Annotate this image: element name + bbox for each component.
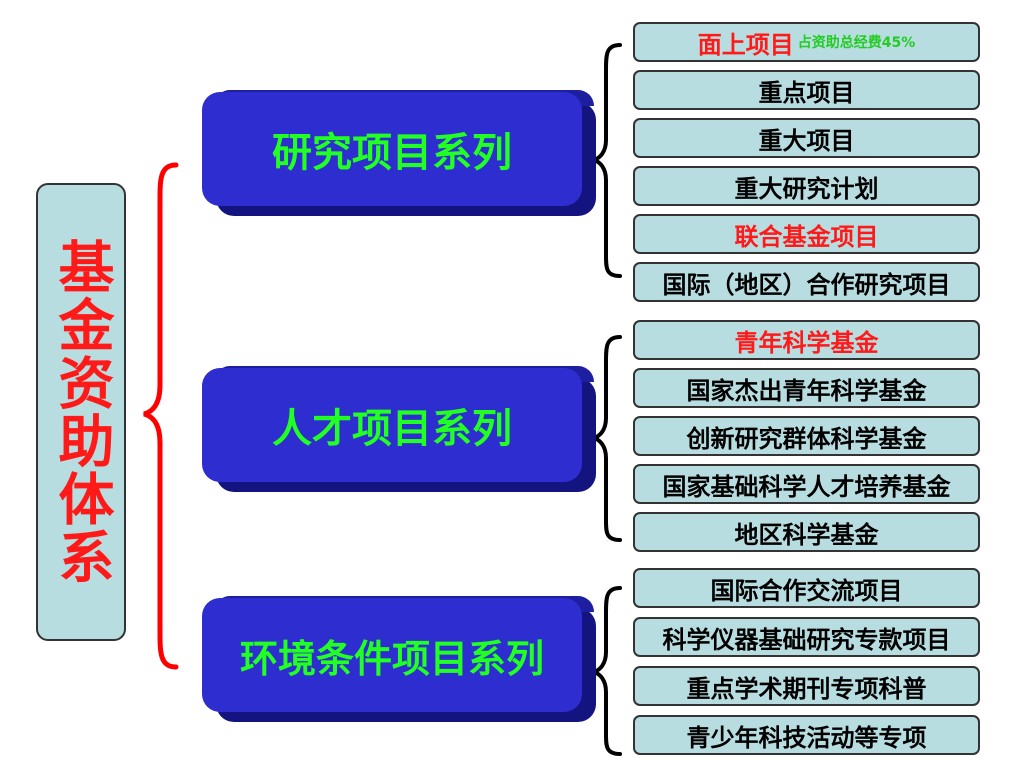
- category-label: 研究项目系列: [272, 130, 512, 176]
- leaf-instrument-research: 科学仪器基础研究专款项目: [633, 617, 980, 657]
- root-node: 基金资助体系: [36, 183, 126, 641]
- category-research: 研究项目系列: [202, 90, 596, 216]
- leaf-distinguished-young: 国家杰出青年科学基金: [633, 368, 980, 408]
- leaf-label: 国际（地区）合作研究项目: [662, 270, 951, 299]
- leaf-label: 地区科学基金: [734, 520, 879, 549]
- leaf-youth-activities: 青少年科技活动等专项: [633, 715, 980, 755]
- leaf-label: 科学仪器基础研究专款项目: [662, 625, 951, 654]
- root-label: 基金资助体系: [49, 238, 114, 586]
- leaf-label: 国家基础科学人才培养基金: [662, 472, 951, 501]
- leaf-international-exchange: 国际合作交流项目: [633, 568, 980, 608]
- leaf-label: 重大研究计划: [734, 174, 879, 203]
- leaf-basic-science-talent: 国家基础科学人才培养基金: [633, 464, 980, 504]
- leaf-label: 重点学术期刊专项科普: [686, 674, 927, 703]
- leaf-label: 创新研究群体科学基金: [686, 424, 927, 453]
- category-label: 环境条件项目系列: [239, 636, 544, 681]
- environment-brace: [587, 586, 622, 756]
- category-talent: 人才项目系列: [202, 366, 596, 492]
- leaf-international-cooperation: 国际（地区）合作研究项目: [633, 262, 980, 302]
- leaf-regional-fund: 地区科学基金: [633, 512, 980, 552]
- category-label: 人才项目系列: [272, 406, 512, 452]
- leaf-key-program: 重点项目: [633, 70, 980, 110]
- leaf-major-program: 重大项目: [633, 118, 980, 158]
- leaf-journals-popularization: 重点学术期刊专项科普: [633, 666, 980, 706]
- leaf-label: 青少年科技活动等专项: [686, 723, 927, 752]
- research-brace: [587, 43, 622, 278]
- leaf-innovative-groups: 创新研究群体科学基金: [633, 416, 980, 456]
- leaf-label: 重点项目: [758, 78, 855, 107]
- leaf-label: 青年科学基金: [734, 328, 879, 357]
- leaf-joint-fund: 联合基金项目: [633, 214, 980, 254]
- root-brace: [143, 162, 179, 670]
- leaf-general-program: 面上项目 占资助总经费45%: [633, 22, 980, 62]
- talent-brace: [587, 335, 622, 542]
- leaf-label: 重大项目: [758, 126, 855, 155]
- leaf-major-research-plan: 重大研究计划: [633, 166, 980, 206]
- funding-share-note: 占资助总经费45%: [797, 35, 916, 51]
- leaf-label: 国家杰出青年科学基金: [686, 376, 927, 405]
- leaf-young-scientists: 青年科学基金: [633, 320, 980, 360]
- category-environment: 环境条件项目系列: [202, 596, 596, 722]
- leaf-label: 联合基金项目: [734, 222, 879, 251]
- leaf-label: 面上项目: [697, 30, 794, 59]
- leaf-label: 国际合作交流项目: [710, 576, 903, 605]
